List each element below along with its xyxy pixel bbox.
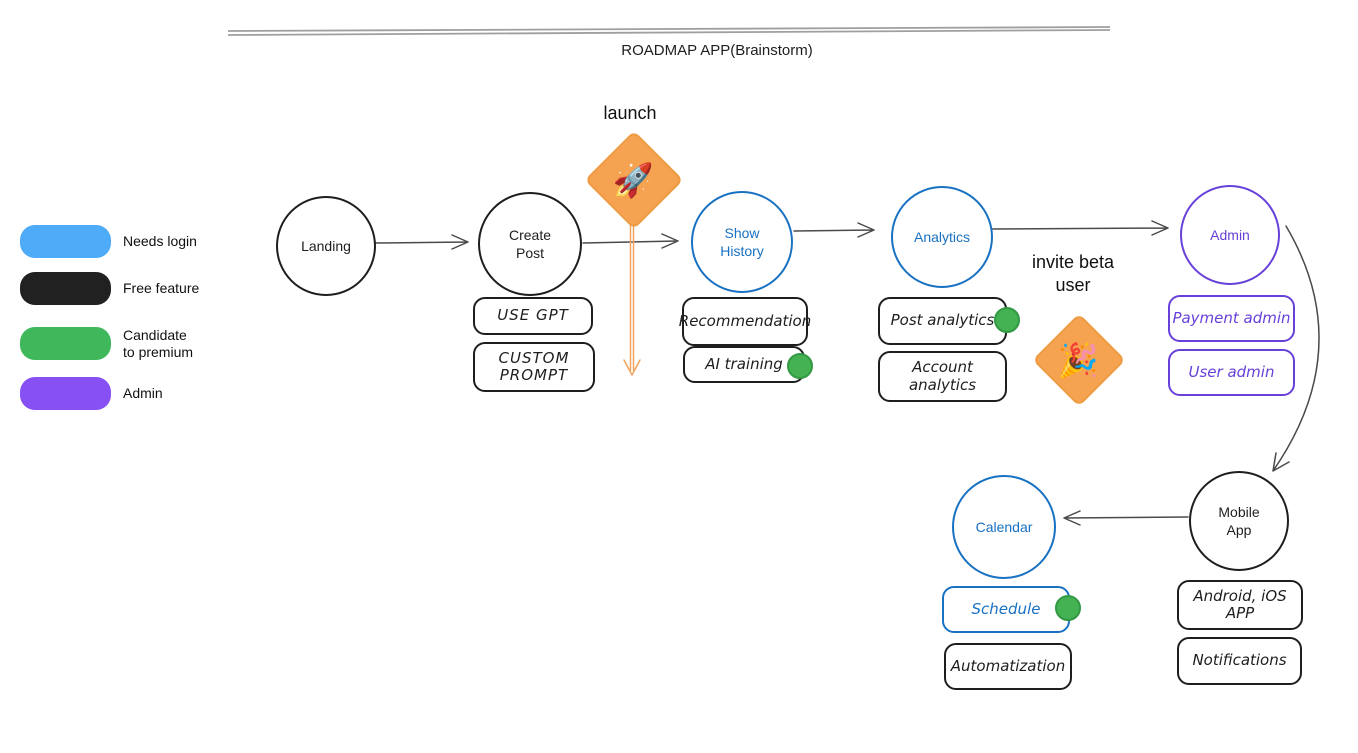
page-title: ROADMAP APP(Brainstorm) xyxy=(621,42,813,59)
legend-swatch-black xyxy=(20,272,111,305)
node-calendar: Calendar xyxy=(952,475,1056,579)
top-divider-line xyxy=(227,26,1111,36)
premium-dot-post-analytics xyxy=(994,307,1020,333)
feature-automatization: Automatization xyxy=(944,643,1072,690)
feature-schedule: Schedule xyxy=(942,586,1070,633)
legend-item-needs-login: Needs login xyxy=(20,225,197,258)
party-popper-emoji-icon: 🎉 xyxy=(1058,341,1100,379)
node-mobile-app: Mobile App xyxy=(1189,471,1289,571)
legend-swatch-green xyxy=(20,327,111,361)
legend-swatch-purple xyxy=(20,377,111,410)
feature-user-admin: User admin xyxy=(1168,349,1295,396)
feature-account-analytics: Account analytics xyxy=(878,351,1007,402)
launch-arrow xyxy=(623,221,641,376)
legend-label: Candidate to premium xyxy=(123,327,194,360)
invite-beta-diamond: 🎉 xyxy=(1032,313,1126,407)
feature-post-analytics: Post analytics xyxy=(878,297,1007,345)
node-create-post: Create Post xyxy=(478,192,582,296)
node-landing: Landing xyxy=(276,196,376,296)
legend-item-free-feature: Free feature xyxy=(20,272,199,305)
feature-use-gpt: USE GPT xyxy=(473,297,593,335)
node-show-history: Show History xyxy=(691,191,793,293)
premium-dot-ai-training xyxy=(787,353,813,379)
rocket-emoji-icon: 🚀 xyxy=(613,161,655,199)
launch-milestone-diamond: 🚀 xyxy=(584,130,684,230)
node-analytics: Analytics xyxy=(891,186,993,288)
legend-label: Admin xyxy=(123,385,163,402)
feature-custom-prompt: CUSTOM PROMPT xyxy=(473,342,595,392)
premium-dot-schedule xyxy=(1055,595,1081,621)
legend-swatch-blue xyxy=(20,225,111,258)
legend-label: Needs login xyxy=(123,233,197,250)
legend-item-admin: Admin xyxy=(20,377,163,410)
node-admin: Admin xyxy=(1180,185,1280,285)
legend-label: Free feature xyxy=(123,280,200,297)
legend-item-candidate-premium: Candidate to premium xyxy=(20,327,193,361)
invite-beta-label: invite beta user xyxy=(1031,252,1115,296)
feature-payment-admin: Payment admin xyxy=(1168,295,1295,342)
feature-ai-training: AI training xyxy=(683,346,805,383)
feature-android-ios-app: Android, iOS APP xyxy=(1177,580,1303,630)
feature-recommendation: Recommendation xyxy=(679,297,811,346)
launch-milestone-label: launch xyxy=(603,103,657,123)
feature-notifications: Notifications xyxy=(1177,637,1302,685)
